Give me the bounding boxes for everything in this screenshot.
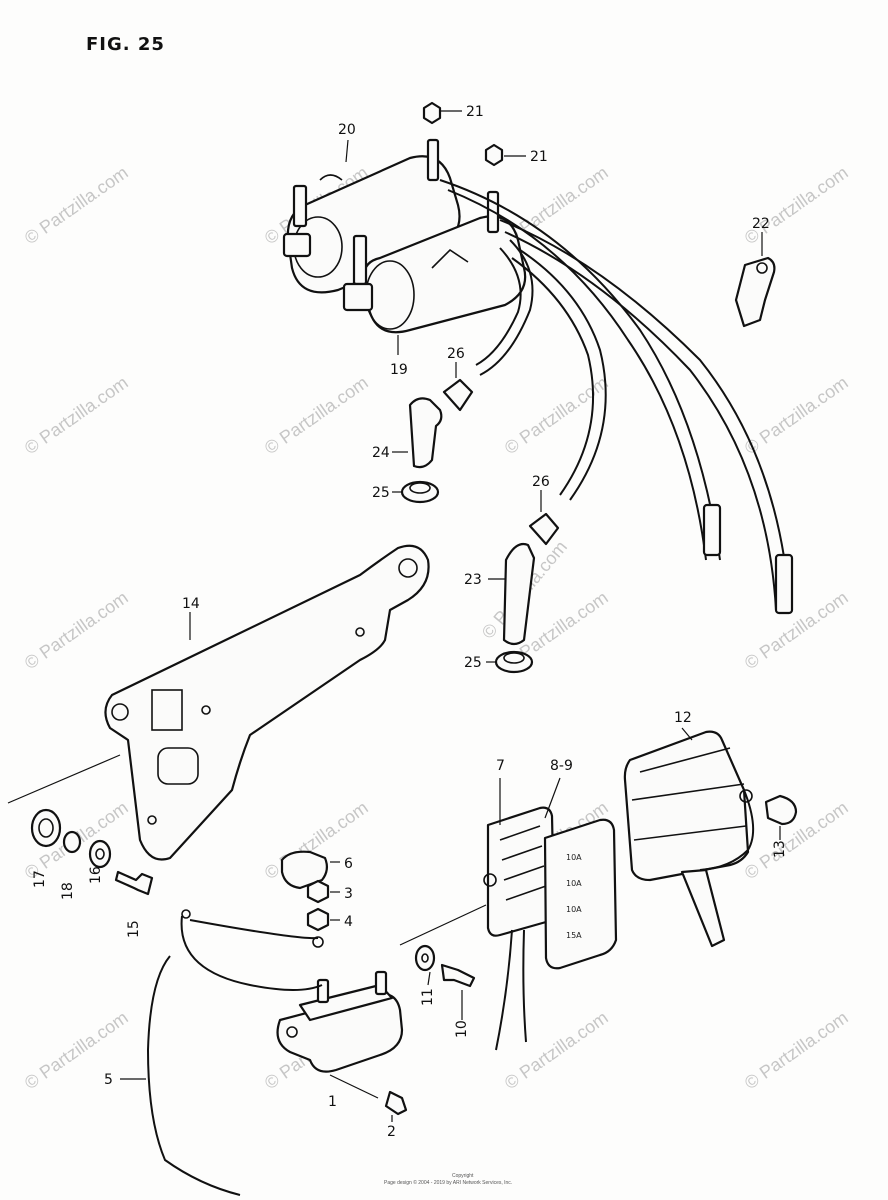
callout-23: 23 bbox=[464, 572, 482, 588]
seal-25-lower[interactable] bbox=[494, 650, 534, 674]
watermark: © Partzilla.com bbox=[21, 1007, 132, 1093]
coil-wire-harness bbox=[439, 179, 794, 615]
collar-18[interactable] bbox=[62, 830, 82, 854]
washer-16[interactable] bbox=[88, 839, 112, 869]
callout-26-upper: 26 bbox=[447, 346, 465, 362]
fuse-box-7[interactable] bbox=[483, 806, 556, 937]
callout-24: 24 bbox=[372, 445, 390, 461]
plug-cap-24[interactable] bbox=[408, 397, 443, 469]
cable-5[interactable] bbox=[146, 909, 324, 1196]
nut-4[interactable] bbox=[306, 907, 330, 932]
callout-11: 11 bbox=[420, 988, 436, 1006]
ignition-coil-19[interactable] bbox=[342, 190, 527, 334]
watermark: © Partzilla.com bbox=[21, 162, 132, 248]
figure-title: FIG. 25 bbox=[86, 34, 165, 55]
starter-relay-1[interactable] bbox=[276, 970, 404, 1073]
watermark: © Partzilla.com bbox=[741, 162, 852, 248]
callout-labels: 1 2 3 4 5 6 7 8-9 10 11 12 13 14 15 16 1… bbox=[32, 104, 788, 1140]
nut-3[interactable] bbox=[306, 879, 330, 904]
fuse-label: 10A bbox=[566, 879, 582, 888]
callout-10: 10 bbox=[454, 1020, 470, 1038]
callout-25-lower: 25 bbox=[464, 655, 482, 671]
callout-2: 2 bbox=[387, 1124, 396, 1140]
nut-21-top[interactable] bbox=[422, 101, 442, 125]
watermark: © Partzilla.com bbox=[741, 372, 852, 458]
nut-21-side[interactable] bbox=[484, 143, 504, 167]
callout-14: 14 bbox=[182, 596, 200, 612]
watermark: © Partzilla.com bbox=[21, 587, 132, 673]
callout-12: 12 bbox=[674, 710, 692, 726]
fuse-label: 15A bbox=[566, 931, 582, 940]
plug-cap-23[interactable] bbox=[502, 542, 536, 646]
sleeve-26-upper[interactable] bbox=[442, 378, 474, 412]
footer-page-design: Page design © 2004 - 2019 by ARI Network… bbox=[384, 1179, 512, 1186]
watermark: © Partzilla.com bbox=[501, 372, 612, 458]
grommet-17[interactable] bbox=[30, 808, 62, 848]
callout-3: 3 bbox=[344, 886, 353, 902]
footer-copyright: Copyright bbox=[452, 1173, 474, 1179]
callout-4: 4 bbox=[344, 914, 353, 930]
washer-11[interactable] bbox=[414, 944, 436, 972]
callout-17: 17 bbox=[32, 870, 48, 888]
watermark: © Partzilla.com bbox=[501, 1007, 612, 1093]
cover-6[interactable] bbox=[280, 850, 329, 890]
fuse-label: 10A bbox=[566, 905, 582, 914]
screw-2[interactable] bbox=[384, 1090, 408, 1116]
watermark: © Partzilla.com bbox=[741, 587, 852, 673]
bolt-13[interactable] bbox=[764, 794, 798, 826]
regulator-12[interactable] bbox=[623, 730, 755, 948]
callout-8-9: 8-9 bbox=[550, 758, 573, 774]
callout-21-top: 21 bbox=[466, 104, 484, 120]
callout-20: 20 bbox=[338, 122, 356, 138]
callout-18: 18 bbox=[60, 882, 76, 900]
fuse-box-cover-8-9[interactable]: 10A 10A 10A 15A bbox=[543, 818, 618, 970]
bolt-15[interactable] bbox=[114, 870, 154, 896]
callout-19: 19 bbox=[390, 362, 408, 378]
bracket-14[interactable] bbox=[104, 544, 430, 861]
callout-5: 5 bbox=[104, 1072, 113, 1088]
seal-25-upper[interactable] bbox=[400, 480, 440, 504]
callout-13: 13 bbox=[772, 840, 788, 858]
watermark: © Partzilla.com bbox=[261, 372, 372, 458]
watermark: © Partzilla.com bbox=[21, 372, 132, 458]
callout-16: 16 bbox=[88, 866, 104, 884]
clamp-22[interactable] bbox=[734, 256, 776, 328]
callout-1: 1 bbox=[328, 1094, 337, 1110]
callout-25-upper: 25 bbox=[372, 485, 390, 501]
callout-7: 7 bbox=[496, 758, 505, 774]
callout-22: 22 bbox=[752, 216, 770, 232]
callout-6: 6 bbox=[344, 856, 353, 872]
sleeve-26-lower[interactable] bbox=[528, 512, 560, 546]
fuse-box-wires bbox=[495, 929, 527, 1051]
callout-15: 15 bbox=[126, 920, 142, 938]
fuse-label: 10A bbox=[566, 853, 582, 862]
callout-21-side: 21 bbox=[530, 149, 548, 165]
screw-10[interactable] bbox=[440, 963, 476, 988]
footer: Copyright Page design © 2004 - 2019 by A… bbox=[384, 1173, 512, 1186]
callout-26-lower: 26 bbox=[532, 474, 550, 490]
watermark: © Partzilla.com bbox=[741, 1007, 852, 1093]
leader-lines bbox=[7, 110, 781, 1122]
